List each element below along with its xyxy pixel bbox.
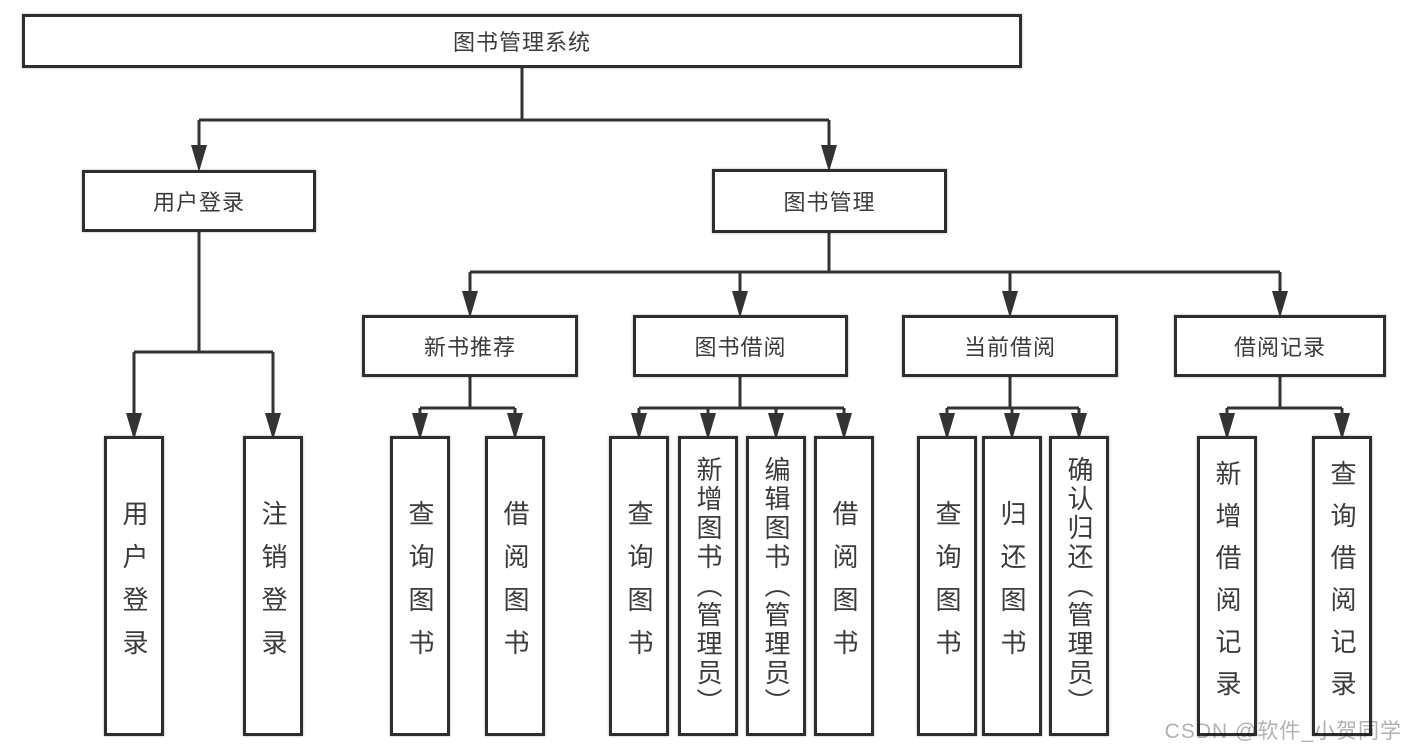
node-book-management: 图书管理 [712,169,947,233]
leaf-label: 查询图书 [405,500,435,672]
arrow-down-icon [1334,413,1350,440]
arrow-down-icon [821,145,837,172]
arrow-down-icon [768,413,784,440]
arrow-down-icon [1004,413,1020,440]
leaf-edit-books-admin: 编辑图书（管理员） [746,436,806,736]
leaf-confirm-return-admin: 确认归还（管理员） [1049,436,1109,736]
arrow-down-icon [631,413,647,440]
leaf-logout: 注销登录 [243,436,303,736]
leaf-label: 借阅图书 [829,500,859,672]
leaf-label: 确认归还（管理员） [1064,455,1094,717]
connector-borrow-record [1225,375,1344,418]
connector-new-book [418,375,517,418]
leaf-add-borrow-record: 新增借阅记录 [1197,436,1257,736]
leaf-query-books-borrow: 查询图书 [609,436,669,736]
connector-book-borrow [637,375,846,418]
node-user-login: 用户登录 [82,170,316,232]
arrow-down-icon [939,413,955,440]
node-book-borrow: 图书借阅 [633,315,848,377]
leaf-borrow-books-recommend: 借阅图书 [485,436,545,736]
connector-root [197,66,831,150]
leaf-label: 编辑图书（管理员） [761,455,791,717]
leaf-query-books-recommend: 查询图书 [390,436,450,736]
arrow-down-icon [126,413,142,440]
arrow-down-icon [1071,413,1087,440]
connector-current-borrow [945,375,1081,418]
leaf-label: 查询图书 [932,500,962,672]
arrow-down-icon [700,413,716,440]
leaf-borrow-books: 借阅图书 [814,436,874,736]
node-borrow-record: 借阅记录 [1174,315,1386,377]
node-new-book-recommend: 新书推荐 [362,315,578,377]
leaf-label: 借阅图书 [500,500,530,672]
leaf-label: 查询借阅记录 [1327,460,1357,712]
arrow-down-icon [191,145,207,172]
leaf-label: 归还图书 [997,500,1027,672]
arrow-down-icon [1219,413,1235,440]
node-current-borrow: 当前借阅 [902,315,1118,377]
arrow-down-icon [265,413,281,440]
arrow-down-icon [732,291,748,318]
arrow-down-icon [836,413,852,440]
leaf-label: 新增图书（管理员） [693,455,723,717]
leaf-user-login: 用户登录 [104,436,164,736]
connector-book-management [468,233,1282,296]
leaf-query-borrow-record: 查询借阅记录 [1312,436,1372,736]
arrow-down-icon [1002,291,1018,318]
leaf-return-books: 归还图书 [982,436,1042,736]
leaf-add-books-admin: 新增图书（管理员） [678,436,738,736]
node-library-management-system: 图书管理系统 [22,14,1022,68]
arrow-down-icon [412,413,428,440]
connector-arrows [126,145,1350,440]
arrow-down-icon [507,413,523,440]
leaf-label: 用户登录 [119,500,149,672]
leaf-label: 查询图书 [624,500,654,672]
leaf-query-books-current: 查询图书 [917,436,977,736]
arrow-down-icon [1272,291,1288,318]
leaf-label: 注销登录 [258,500,288,672]
arrow-down-icon [462,291,478,318]
leaf-label: 新增借阅记录 [1212,460,1242,712]
connector-user-login [132,232,275,418]
